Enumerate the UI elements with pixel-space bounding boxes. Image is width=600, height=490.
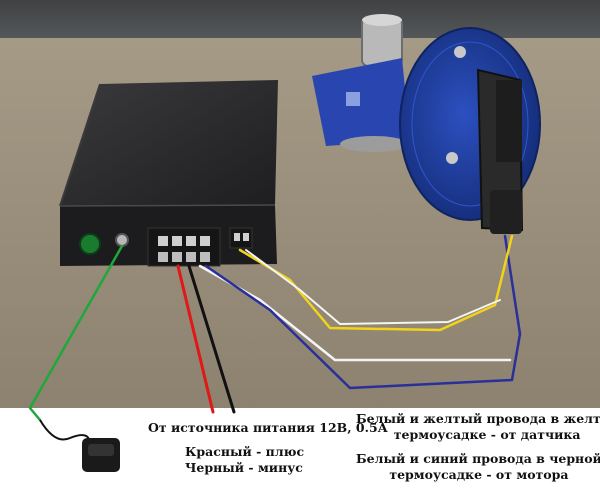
controller-box [59,80,278,266]
motor-wires-caption: Белый и синий провода в черной термоусад… [356,451,600,483]
motor-caption-line1: Белый и синий провода в черной [356,451,600,466]
red-plus-label: Красный - плюс [185,444,305,459]
sensor-caption-line2: термоусадке - от датчика [393,427,581,442]
sensor-bracket [476,68,524,234]
sensor-terminal [229,227,253,249]
power-button [79,233,101,255]
polarity-caption: Красный - плюс Черный - минус [185,444,304,476]
power-adapter [39,419,120,472]
black-minus-label: Черный - минус [185,460,303,475]
sensor-caption-line1: Белый и желтый провода в желтой [356,411,600,426]
terminal-block [147,227,221,267]
power-source-caption: От источника питания 12В, 0.5А [148,420,388,435]
background-wall [0,0,600,40]
sensor-wires-caption: Белый и желтый провода в желтой термоуса… [356,411,600,443]
dc-jack [115,233,129,247]
motor-caption-line2: термоусадке - от мотора [389,467,569,482]
wires [28,234,522,422]
